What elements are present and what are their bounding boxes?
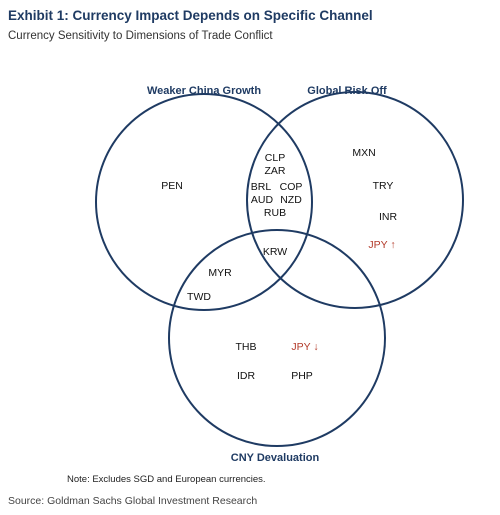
currency-krw: KRW (263, 246, 287, 258)
currency-inr: INR (379, 211, 398, 223)
currency-thb: THB (236, 341, 257, 353)
currency-pen: PEN (161, 180, 183, 192)
label-global-risk-off: Global Risk Off (307, 85, 387, 97)
circle-cny-devaluation (168, 229, 386, 447)
currency-jpy-up: JPY ↑ (368, 239, 395, 251)
source-line: Source: Goldman Sachs Global Investment … (8, 495, 258, 507)
currency-rub: RUB (264, 207, 286, 219)
footnote: Note: Excludes SGD and European currenci… (67, 474, 266, 485)
currency-php: PHP (291, 370, 313, 382)
currency-zar: ZAR (265, 165, 286, 177)
currency-mxn: MXN (352, 147, 375, 159)
currency-idr: IDR (237, 370, 256, 382)
currency-aud: AUD (251, 194, 274, 206)
currency-brl: BRL (251, 181, 272, 193)
currency-myr: MYR (208, 267, 232, 279)
label-cny-devaluation: CNY Devaluation (231, 452, 320, 464)
currency-jpy-down: JPY ↓ (291, 341, 318, 353)
currency-nzd: NZD (280, 194, 302, 206)
page-subtitle: Currency Sensitivity to Dimensions of Tr… (8, 30, 273, 42)
currency-cop: COP (280, 181, 303, 193)
currency-clp: CLP (265, 152, 285, 164)
currency-twd: TWD (187, 291, 211, 303)
currency-try: TRY (373, 180, 394, 192)
circle-global-risk-off (246, 91, 464, 309)
page-title: Exhibit 1: Currency Impact Depends on Sp… (8, 8, 373, 23)
label-weaker-china-growth: Weaker China Growth (147, 85, 261, 97)
circle-weaker-china-growth (95, 93, 313, 311)
